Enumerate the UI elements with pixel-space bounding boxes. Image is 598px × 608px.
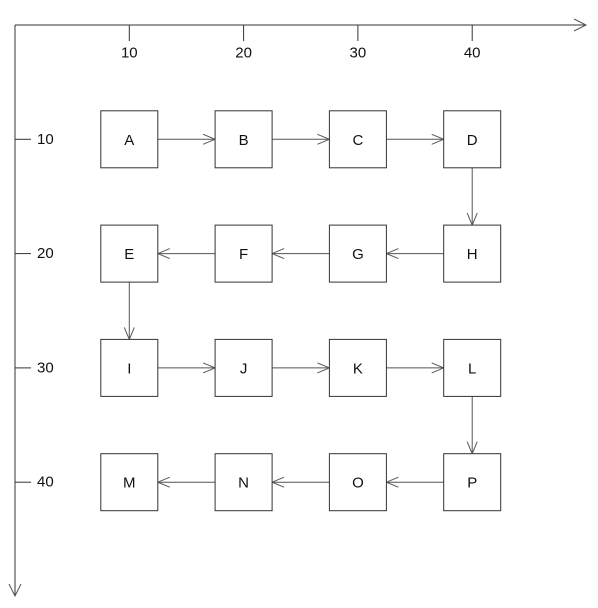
node-box — [100, 110, 159, 169]
node-o: O — [328, 453, 387, 512]
x-tick-label: 20 — [235, 45, 252, 62]
edge-D-H — [466, 167, 478, 227]
node-k: K — [328, 338, 387, 397]
node-box — [328, 110, 387, 169]
node-g: G — [328, 224, 387, 283]
node-label: E — [124, 246, 134, 263]
node-box — [100, 224, 159, 283]
node-label: B — [239, 132, 249, 149]
edge-I-J — [157, 362, 217, 374]
y-tick-label: 20 — [37, 245, 54, 262]
node-label: G — [352, 246, 364, 263]
node-box — [214, 224, 273, 283]
node-label: L — [468, 360, 476, 377]
x-axis-arrowhead — [573, 18, 588, 32]
x-tick-label: 10 — [121, 45, 138, 62]
edge-C-D — [386, 133, 446, 145]
node-box — [100, 338, 159, 397]
node-e: E — [100, 224, 159, 283]
node-box — [443, 110, 502, 169]
node-label: I — [127, 360, 131, 377]
edge-L-P — [466, 396, 478, 456]
node-label: J — [240, 360, 248, 377]
node-box — [443, 453, 502, 512]
y-tick-label: 10 — [37, 131, 54, 148]
node-box — [328, 453, 387, 512]
x-tick-label: 40 — [464, 45, 481, 62]
node-f: F — [214, 224, 273, 283]
edge-B-C — [272, 133, 331, 145]
edge-F-E — [156, 248, 216, 260]
edge-P-O — [385, 476, 444, 488]
node-label: H — [467, 246, 478, 263]
edge-H-G — [385, 248, 444, 260]
node-label: N — [238, 475, 249, 492]
node-box — [214, 453, 273, 512]
node-box — [328, 224, 387, 283]
edge-E-I — [123, 282, 135, 341]
node-label: F — [239, 246, 248, 263]
node-b: B — [214, 110, 273, 169]
axes — [8, 18, 588, 598]
node-n: N — [214, 453, 273, 512]
node-label: M — [123, 475, 136, 492]
node-box — [100, 453, 159, 512]
node-box — [443, 338, 502, 397]
edge-K-L — [386, 362, 446, 374]
node-j: J — [214, 338, 273, 397]
x-tick-label: 30 — [350, 45, 367, 62]
node-box — [214, 338, 273, 397]
edge-J-K — [272, 362, 331, 374]
node-l: L — [443, 338, 502, 397]
node-label: C — [352, 132, 363, 149]
node-box — [328, 338, 387, 397]
edge-O-N — [270, 476, 330, 488]
node-d: D — [443, 110, 502, 169]
node-box — [443, 224, 502, 283]
nodes: A B C D E F G H I J K L M N O P — [100, 110, 502, 512]
node-label: O — [352, 475, 364, 492]
edge-N-M — [156, 476, 216, 488]
edge-A-B — [157, 133, 217, 145]
node-m: M — [100, 453, 159, 512]
axis-ticks: 10 20 30 40 10 20 30 40 — [15, 25, 481, 491]
y-tick-label: 40 — [37, 474, 54, 491]
node-a: A — [100, 110, 159, 169]
edge-G-F — [270, 248, 330, 260]
node-label: K — [353, 360, 363, 377]
node-box — [214, 110, 273, 169]
node-p: P — [443, 453, 502, 512]
node-c: C — [328, 110, 387, 169]
y-axis-arrowhead — [8, 583, 22, 598]
y-tick-label: 30 — [37, 359, 54, 376]
node-i: I — [100, 338, 159, 397]
node-h: H — [443, 224, 502, 283]
node-label: D — [467, 132, 478, 149]
node-label: A — [124, 132, 134, 149]
edges — [123, 133, 478, 488]
node-label: P — [467, 475, 477, 492]
